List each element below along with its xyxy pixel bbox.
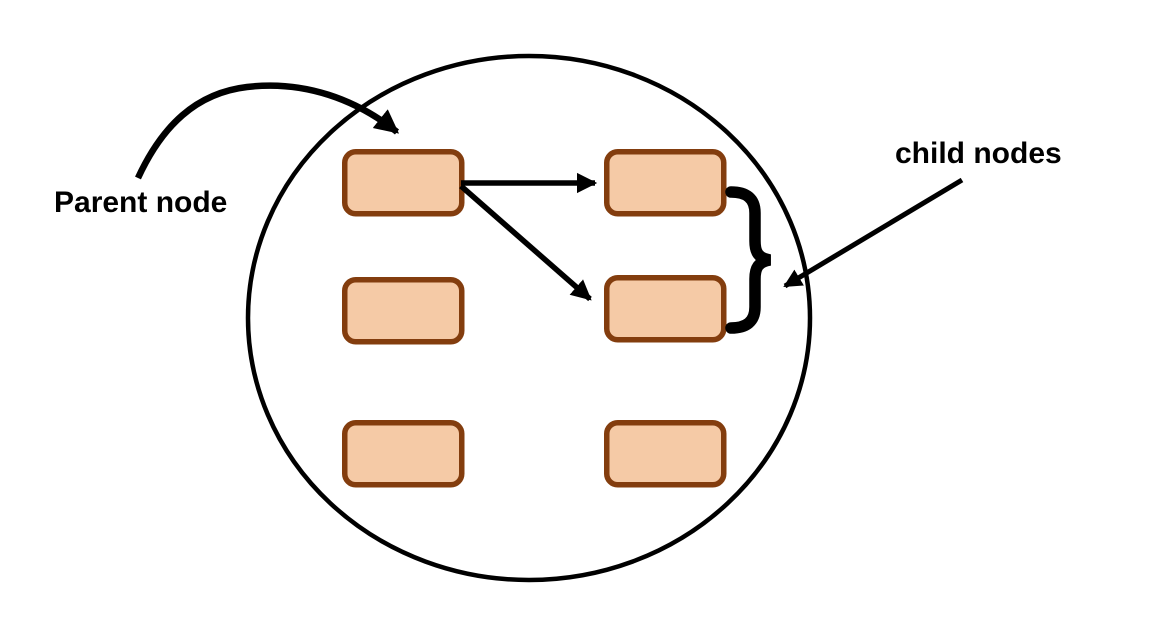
parent-node-label: Parent node: [54, 186, 228, 219]
children-group-brace: [725, 186, 772, 334]
group-boundary-circle: [245, 53, 813, 583]
child-pointer-arrow: [783, 177, 964, 289]
child-nodes-label: child nodes: [895, 137, 1062, 170]
parent-node-rect: [342, 149, 465, 217]
node-rect-bottom-left: [342, 420, 465, 488]
child-node-rect-top: [604, 149, 727, 217]
node-rect-bottom-right: [604, 420, 727, 488]
node-rect-middle-left: [342, 277, 465, 345]
parent-pointer-arrow: [135, 82, 400, 180]
child-node-rect-bottom: [604, 275, 727, 343]
edge-parent-to-child-bottom-arrow: [459, 183, 592, 302]
